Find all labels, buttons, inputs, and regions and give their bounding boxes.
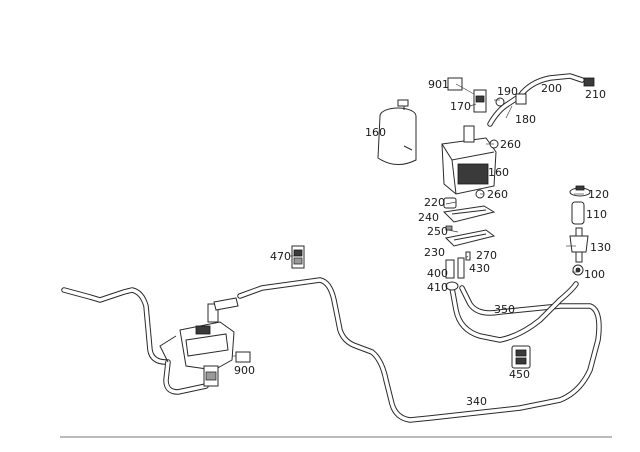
pump-assembly-900 — [159, 297, 251, 395]
callout-450: 450 — [509, 368, 530, 381]
callout-110: 110 — [586, 208, 607, 221]
tube-110 — [571, 201, 585, 225]
callout-270: 270 — [476, 249, 497, 262]
callout-100: 100 — [584, 268, 605, 281]
callout-160-upper: 160 — [365, 126, 386, 139]
callout-900: 900 — [234, 364, 255, 377]
callout-180: 180 — [515, 113, 536, 126]
hose-340 — [237, 277, 602, 423]
callout-470: 470 — [270, 250, 291, 263]
hose-200 — [487, 73, 595, 127]
callout-260-upper: 260 — [500, 138, 521, 151]
callout-901: 901 — [428, 78, 449, 91]
bracket-240 — [442, 205, 496, 223]
callout-400: 400 — [427, 267, 448, 280]
callout-410: 410 — [427, 281, 448, 294]
clamp-100 — [572, 264, 584, 276]
hose-350 — [449, 281, 579, 343]
callout-160-lower: 160 — [488, 166, 509, 179]
bracket-230 — [444, 229, 496, 247]
clip-450 — [511, 345, 531, 369]
cap-120 — [569, 185, 591, 197]
canister-160-lower — [441, 125, 499, 195]
callout-240: 240 — [418, 211, 439, 224]
leader-lines — [232, 83, 584, 357]
callout-170: 170 — [450, 100, 471, 113]
callout-210: 210 — [585, 88, 606, 101]
filter-160-upper — [377, 99, 417, 165]
callout-350: 350 — [494, 303, 515, 316]
callout-230: 230 — [424, 246, 445, 259]
callout-120: 120 — [588, 188, 609, 201]
callout-250: 250 — [427, 225, 448, 238]
callout-labels: 901 170 190 200 210 180 160 260 160 220 … — [234, 78, 611, 408]
connector-470 — [291, 245, 305, 269]
callout-200: 200 — [541, 82, 562, 95]
callout-220: 220 — [424, 196, 445, 209]
valve-170 — [447, 77, 487, 113]
callout-260-lower: 260 — [487, 188, 508, 201]
fittings-400-410-430 — [445, 251, 471, 291]
callout-430: 430 — [469, 262, 490, 275]
callout-190: 190 — [497, 85, 518, 98]
valve-130 — [569, 227, 589, 263]
callout-340: 340 — [466, 395, 487, 408]
left-fuel-line — [61, 287, 169, 365]
callout-130: 130 — [590, 241, 611, 254]
